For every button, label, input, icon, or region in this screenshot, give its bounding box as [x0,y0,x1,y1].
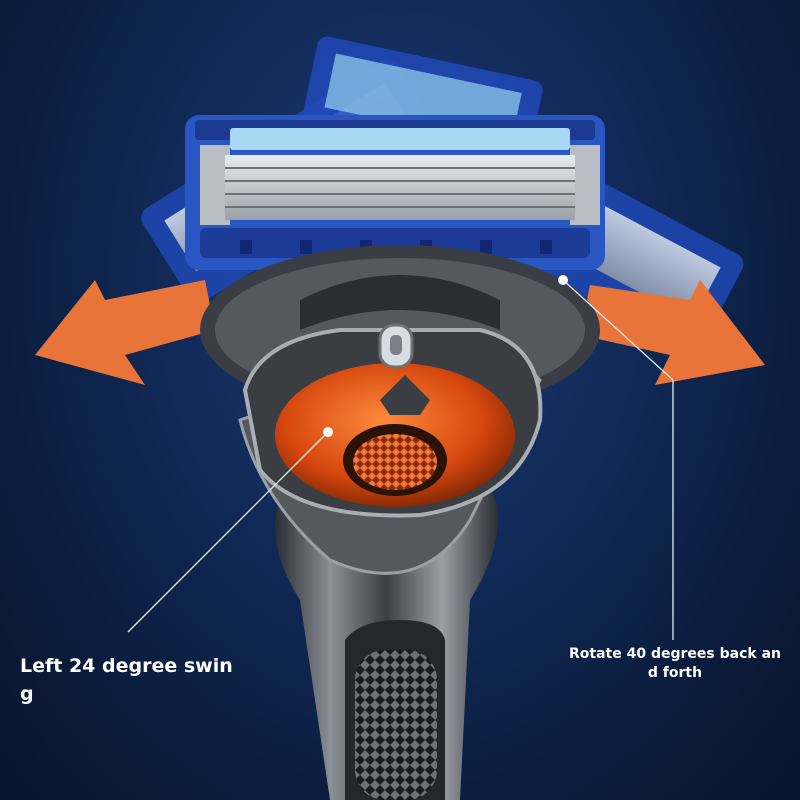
callout-line-left [127,427,333,633]
pivot-ball [242,323,543,518]
razor-handle [238,357,542,800]
callout-left-swing: Left 24 degree swin g [20,655,233,705]
cartridge-main [185,115,605,270]
callout-right-rotate: Rotate 40 degrees back an d forth [569,646,781,681]
handle-grip [355,650,437,800]
callout-line-right [558,275,674,640]
arrow-right-icon [580,280,765,385]
arrow-left-icon [35,280,215,385]
